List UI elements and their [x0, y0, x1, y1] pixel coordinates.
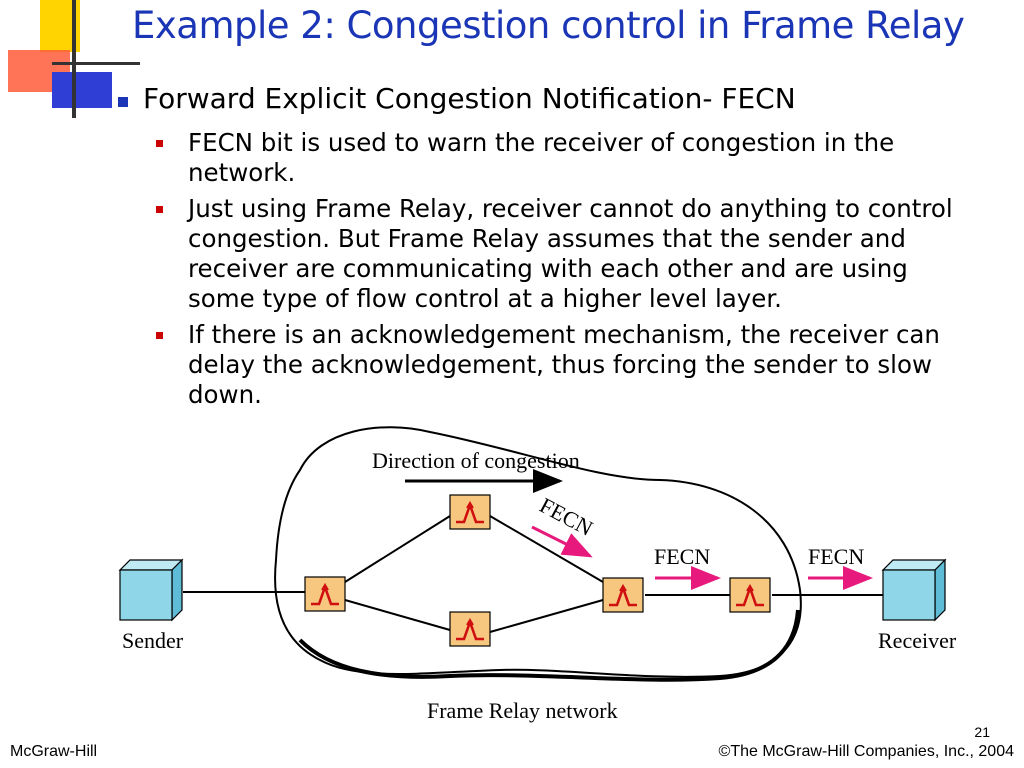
link-bottom-right	[489, 599, 604, 633]
sender-label: Sender	[122, 628, 184, 653]
list-item: If there is an acknowledgement mechanism…	[150, 320, 970, 410]
corner-logo	[8, 0, 140, 118]
bullet-marker	[156, 332, 163, 339]
bullet-text: If there is an acknowledgement mechanism…	[188, 320, 940, 409]
bullet-text: FECN bit is used to warn the receiver of…	[188, 128, 895, 187]
list-item: FECN bit is used to warn the receiver of…	[150, 128, 970, 188]
fecn-label-2: FECN	[808, 544, 864, 569]
switch-edge	[728, 576, 772, 614]
direction-label: Direction of congestion	[372, 448, 580, 473]
bullet-text: Just using Frame Relay, receiver cannot …	[188, 194, 953, 313]
bullet-marker	[156, 140, 163, 147]
fecn-label-1: FECN	[654, 544, 710, 569]
page-number: 21	[974, 724, 990, 740]
sender-station	[118, 558, 184, 622]
switch-top	[448, 493, 492, 531]
list-item: Just using Frame Relay, receiver cannot …	[150, 194, 970, 314]
receiver-station	[881, 558, 947, 622]
heading-bullet	[118, 97, 128, 107]
link-switch-top	[344, 515, 451, 583]
switch-left	[303, 575, 347, 613]
footer-left: McGraw-Hill	[10, 743, 98, 760]
receiver-label: Receiver	[878, 628, 957, 653]
link-switch-bottom	[344, 599, 451, 631]
slide-title: Example 2: Congestion control in Frame R…	[132, 4, 965, 47]
switch-bottom	[448, 610, 492, 648]
switch-right	[601, 576, 645, 614]
link-top-right	[489, 515, 604, 583]
bullet-marker	[156, 206, 163, 213]
network-label: Frame Relay network	[427, 698, 618, 723]
bullet-list: FECN bit is used to warn the receiver of…	[150, 128, 970, 416]
fecn-arrow-diagonal	[531, 525, 593, 558]
footer-right: ©The McGraw-Hill Companies, Inc., 2004	[718, 743, 1014, 760]
heading: Forward Explicit Congestion Notification…	[143, 82, 796, 115]
